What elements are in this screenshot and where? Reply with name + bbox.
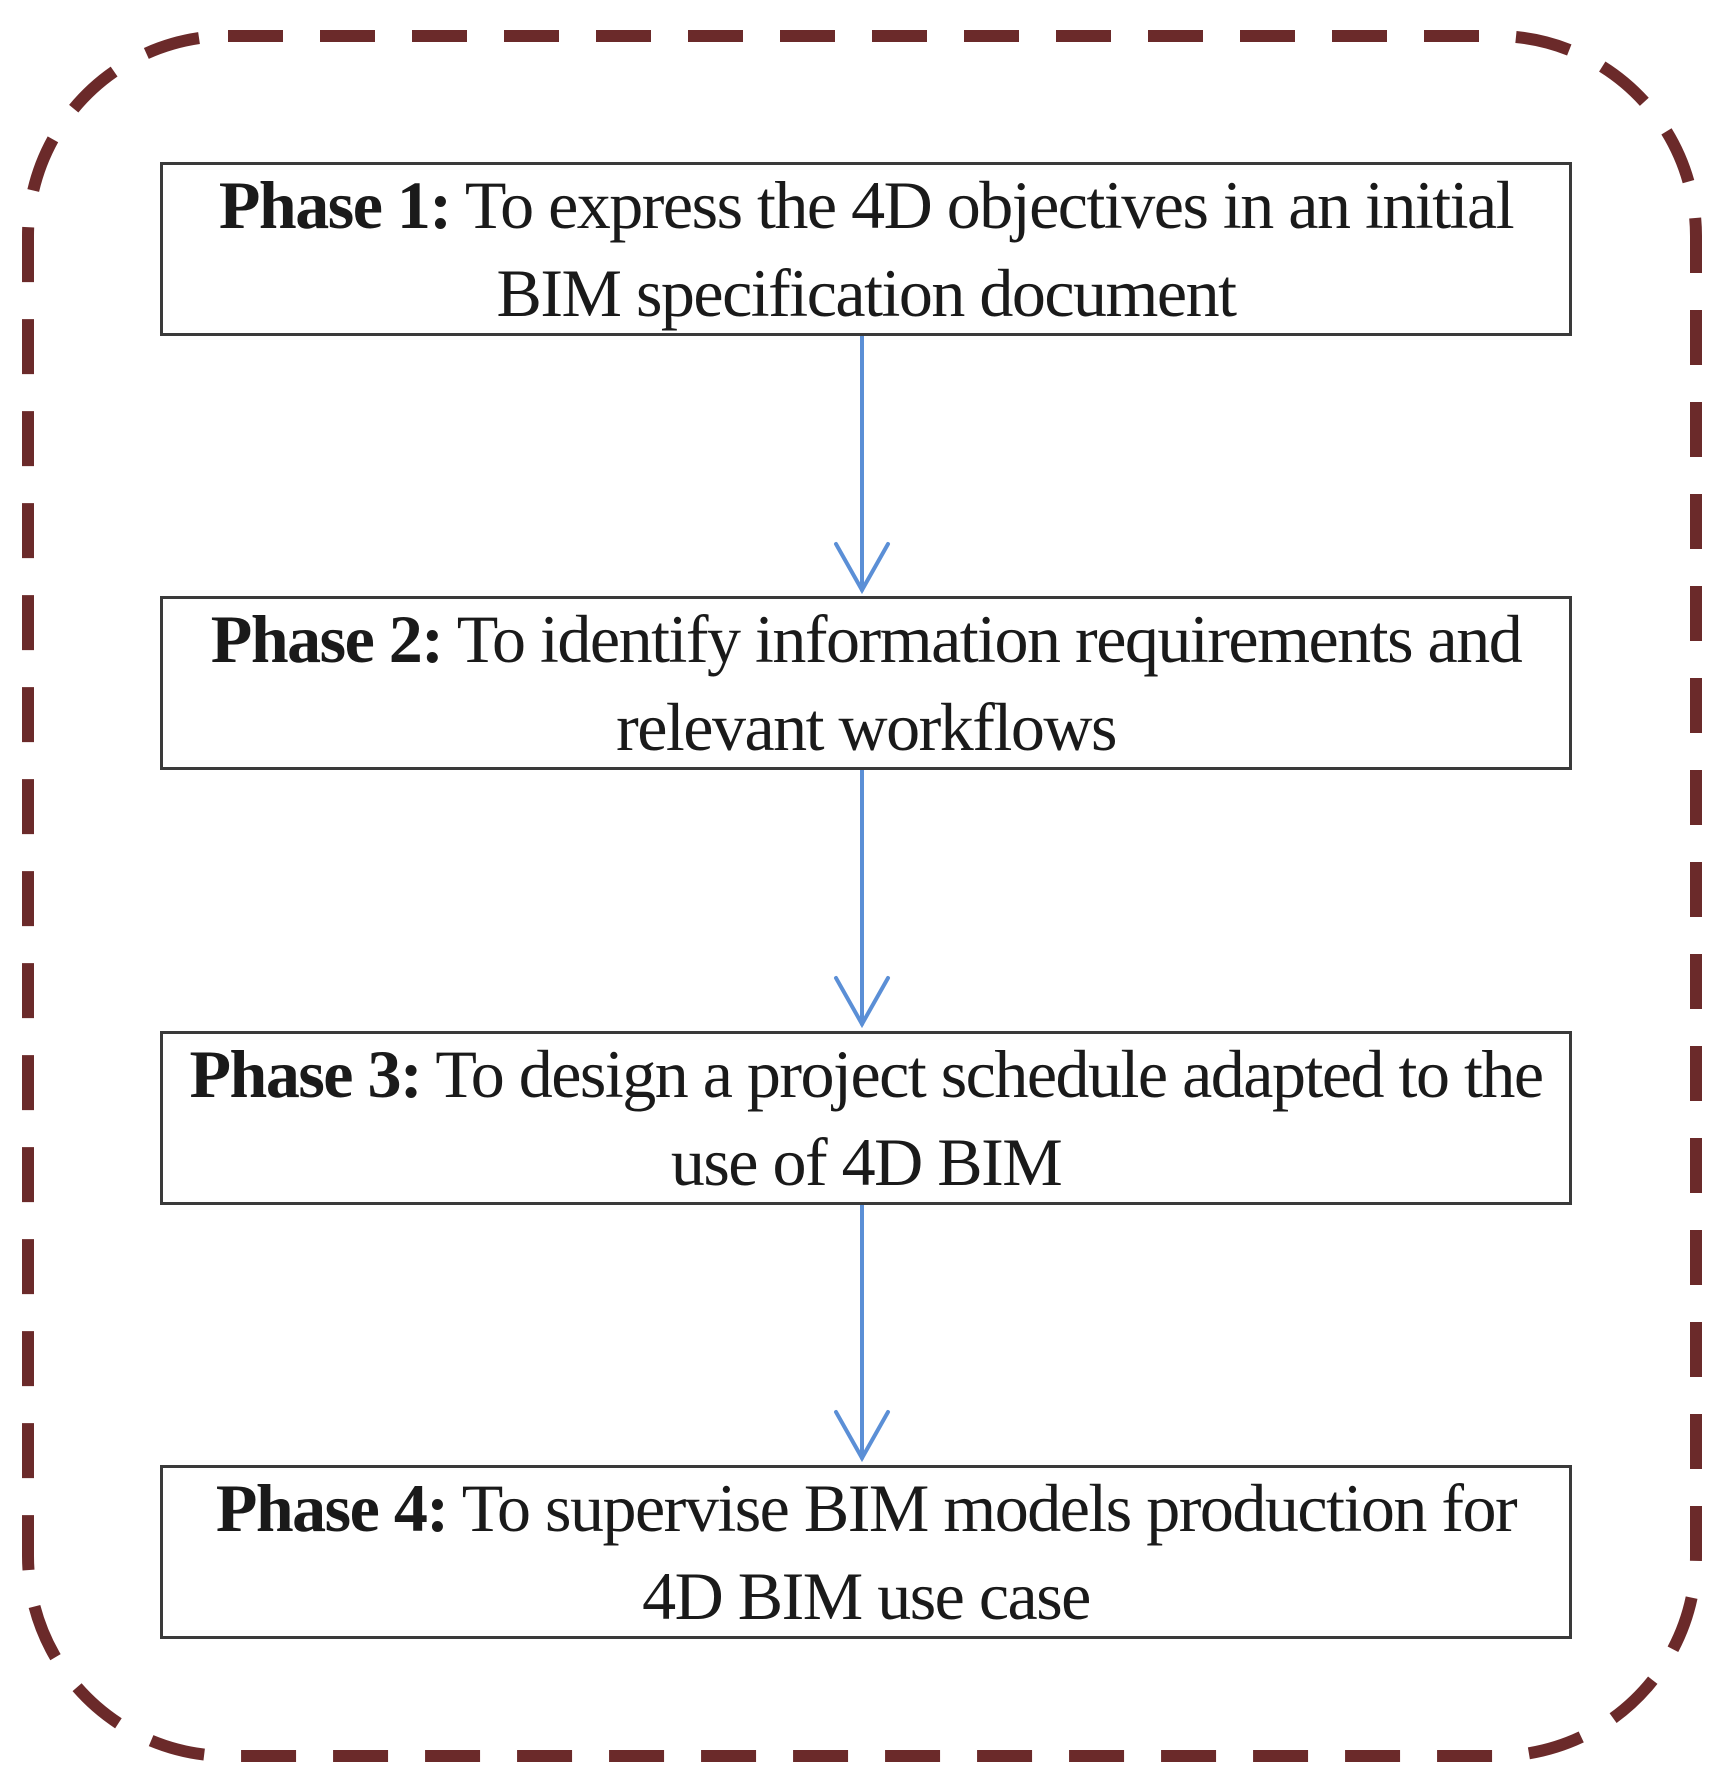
dashed-frame	[22, 30, 1702, 1762]
phase-4-box: Phase 4: To supervise BIM models product…	[160, 1465, 1572, 1639]
phase-3-box: Phase 3: To design a project schedule ad…	[160, 1031, 1572, 1205]
phase-2-text: To identify information requirements and…	[456, 601, 1523, 765]
phase-4-content: Phase 4: To supervise BIM models product…	[169, 1464, 1563, 1640]
phase-2-label: Phase 2:	[210, 601, 444, 677]
phase-3-content: Phase 3: To design a project schedule ad…	[169, 1030, 1563, 1206]
phase-3-text: To design a project schedule adapted to …	[435, 1036, 1544, 1200]
phase-1-content: Phase 1: To express the 4D objectives in…	[169, 161, 1563, 337]
phase-1-label: Phase 1:	[218, 167, 452, 243]
arrow-3-to-4	[834, 1203, 890, 1463]
phase-4-label: Phase 4:	[215, 1470, 449, 1546]
phase-1-box: Phase 1: To express the 4D objectives in…	[160, 162, 1572, 336]
phase-4-text: To supervise BIM models production for 4…	[461, 1470, 1518, 1634]
phase-2-content: Phase 2: To identify information require…	[169, 595, 1563, 771]
phase-1-text: To express the 4D objectives in an initi…	[464, 167, 1515, 331]
phase-2-box: Phase 2: To identify information require…	[160, 596, 1572, 770]
phase-3-label: Phase 3:	[189, 1036, 422, 1112]
arrow-2-to-3	[834, 768, 890, 1029]
arrow-1-to-2	[834, 334, 890, 595]
